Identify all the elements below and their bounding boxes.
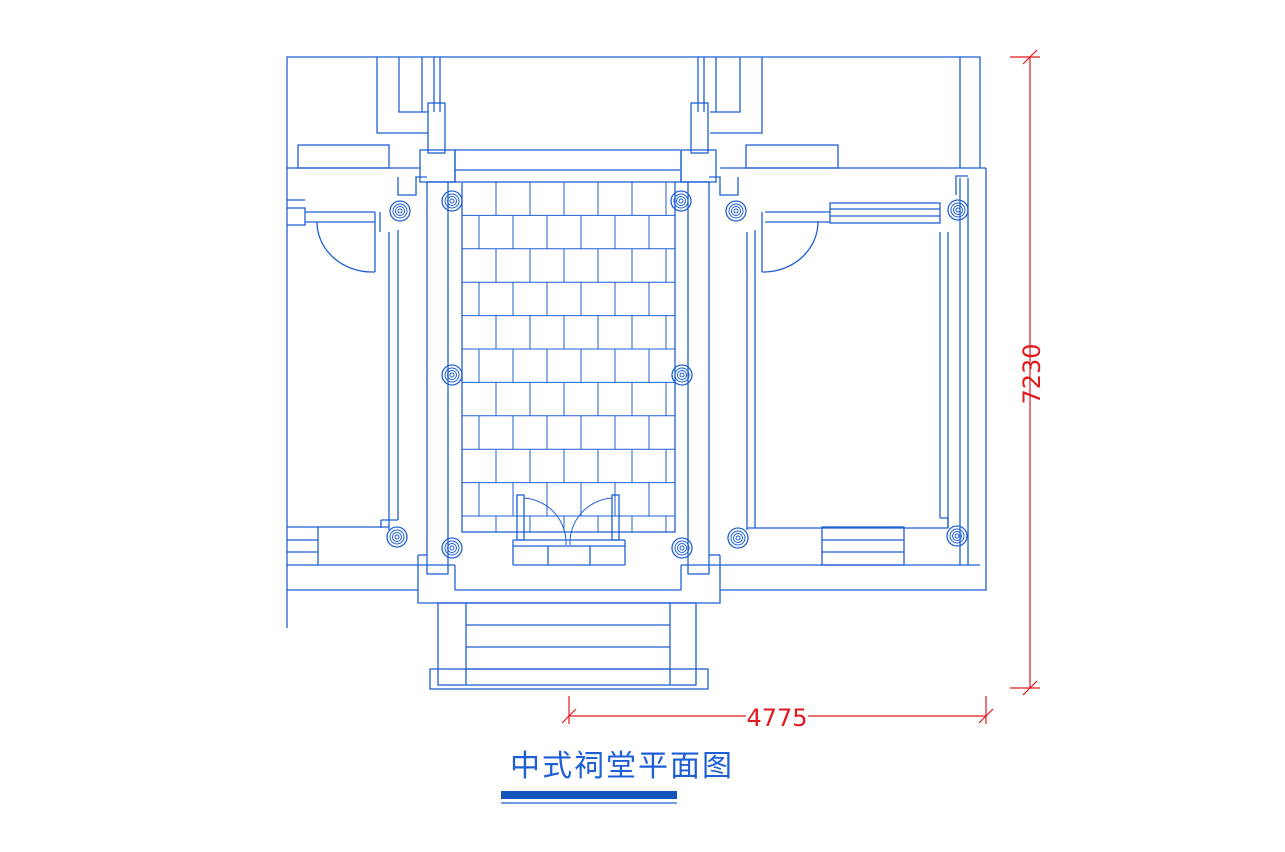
column-base — [441, 190, 463, 212]
dimension-horizontal: 4775 — [561, 696, 994, 732]
column-ring — [441, 190, 463, 212]
column-base — [727, 527, 749, 549]
column-base — [725, 200, 747, 222]
main-doors — [512, 494, 626, 566]
column-ring — [949, 528, 965, 544]
column-ring — [394, 534, 400, 540]
column-ring — [679, 372, 685, 378]
column-ring — [733, 533, 743, 543]
column-ring — [674, 367, 690, 383]
column-ring — [389, 200, 411, 222]
column-ring — [679, 545, 685, 551]
columns — [386, 190, 969, 559]
column-ring — [441, 364, 463, 386]
column-ring — [952, 531, 962, 541]
column-ring — [386, 526, 408, 548]
column-ring — [449, 198, 455, 204]
column-ring — [725, 200, 747, 222]
top-structures — [297, 57, 839, 171]
dimension-horizontal-label: 4775 — [746, 704, 807, 732]
column-ring — [727, 527, 749, 549]
column-ring — [673, 193, 689, 209]
column-ring — [676, 196, 686, 206]
column-ring — [447, 370, 457, 380]
column-base — [671, 537, 693, 559]
drawing-title: 中式祠堂平面图 — [510, 749, 734, 784]
column-ring — [441, 537, 463, 559]
column-ring — [449, 372, 455, 378]
column-base — [947, 199, 969, 221]
column-ring — [678, 198, 684, 204]
column-base — [389, 200, 411, 222]
column-ring — [671, 364, 693, 386]
column-ring — [953, 205, 963, 215]
column-ring — [677, 543, 687, 553]
column-ring — [397, 208, 403, 214]
column-base — [441, 364, 463, 386]
column-ring — [735, 535, 741, 541]
column-ring — [733, 208, 739, 214]
front-steps — [429, 602, 709, 690]
column-ring — [950, 202, 966, 218]
dimension-vertical-label: 7230 — [1018, 343, 1046, 404]
column-ring — [444, 367, 460, 383]
title-underline — [501, 791, 677, 799]
column-ring — [954, 533, 960, 539]
column-ring — [444, 540, 460, 556]
column-ring — [674, 540, 690, 556]
tile-floor-border — [461, 181, 676, 533]
column-ring — [670, 190, 692, 212]
column-ring — [447, 196, 457, 206]
column-ring — [395, 206, 405, 216]
column-base — [946, 525, 968, 547]
dimension-vertical: 7230 — [1010, 49, 1046, 696]
column-ring — [677, 370, 687, 380]
side-rooms — [287, 175, 969, 566]
column-ring — [389, 529, 405, 545]
column-ring — [946, 525, 968, 547]
column-base — [670, 190, 692, 212]
column-base — [441, 537, 463, 559]
column-ring — [671, 537, 693, 559]
column-ring — [730, 530, 746, 546]
column-ring — [728, 203, 744, 219]
column-ring — [731, 206, 741, 216]
column-base — [386, 526, 408, 548]
column-ring — [447, 543, 457, 553]
column-ring — [955, 207, 961, 213]
column-ring — [947, 199, 969, 221]
column-ring — [392, 532, 402, 542]
drawing-title-block: 中式祠堂平面图 — [501, 749, 734, 804]
tile-floor — [461, 181, 676, 533]
column-ring — [444, 193, 460, 209]
column-ring — [392, 203, 408, 219]
column-ring — [449, 545, 455, 551]
column-base — [671, 364, 693, 386]
